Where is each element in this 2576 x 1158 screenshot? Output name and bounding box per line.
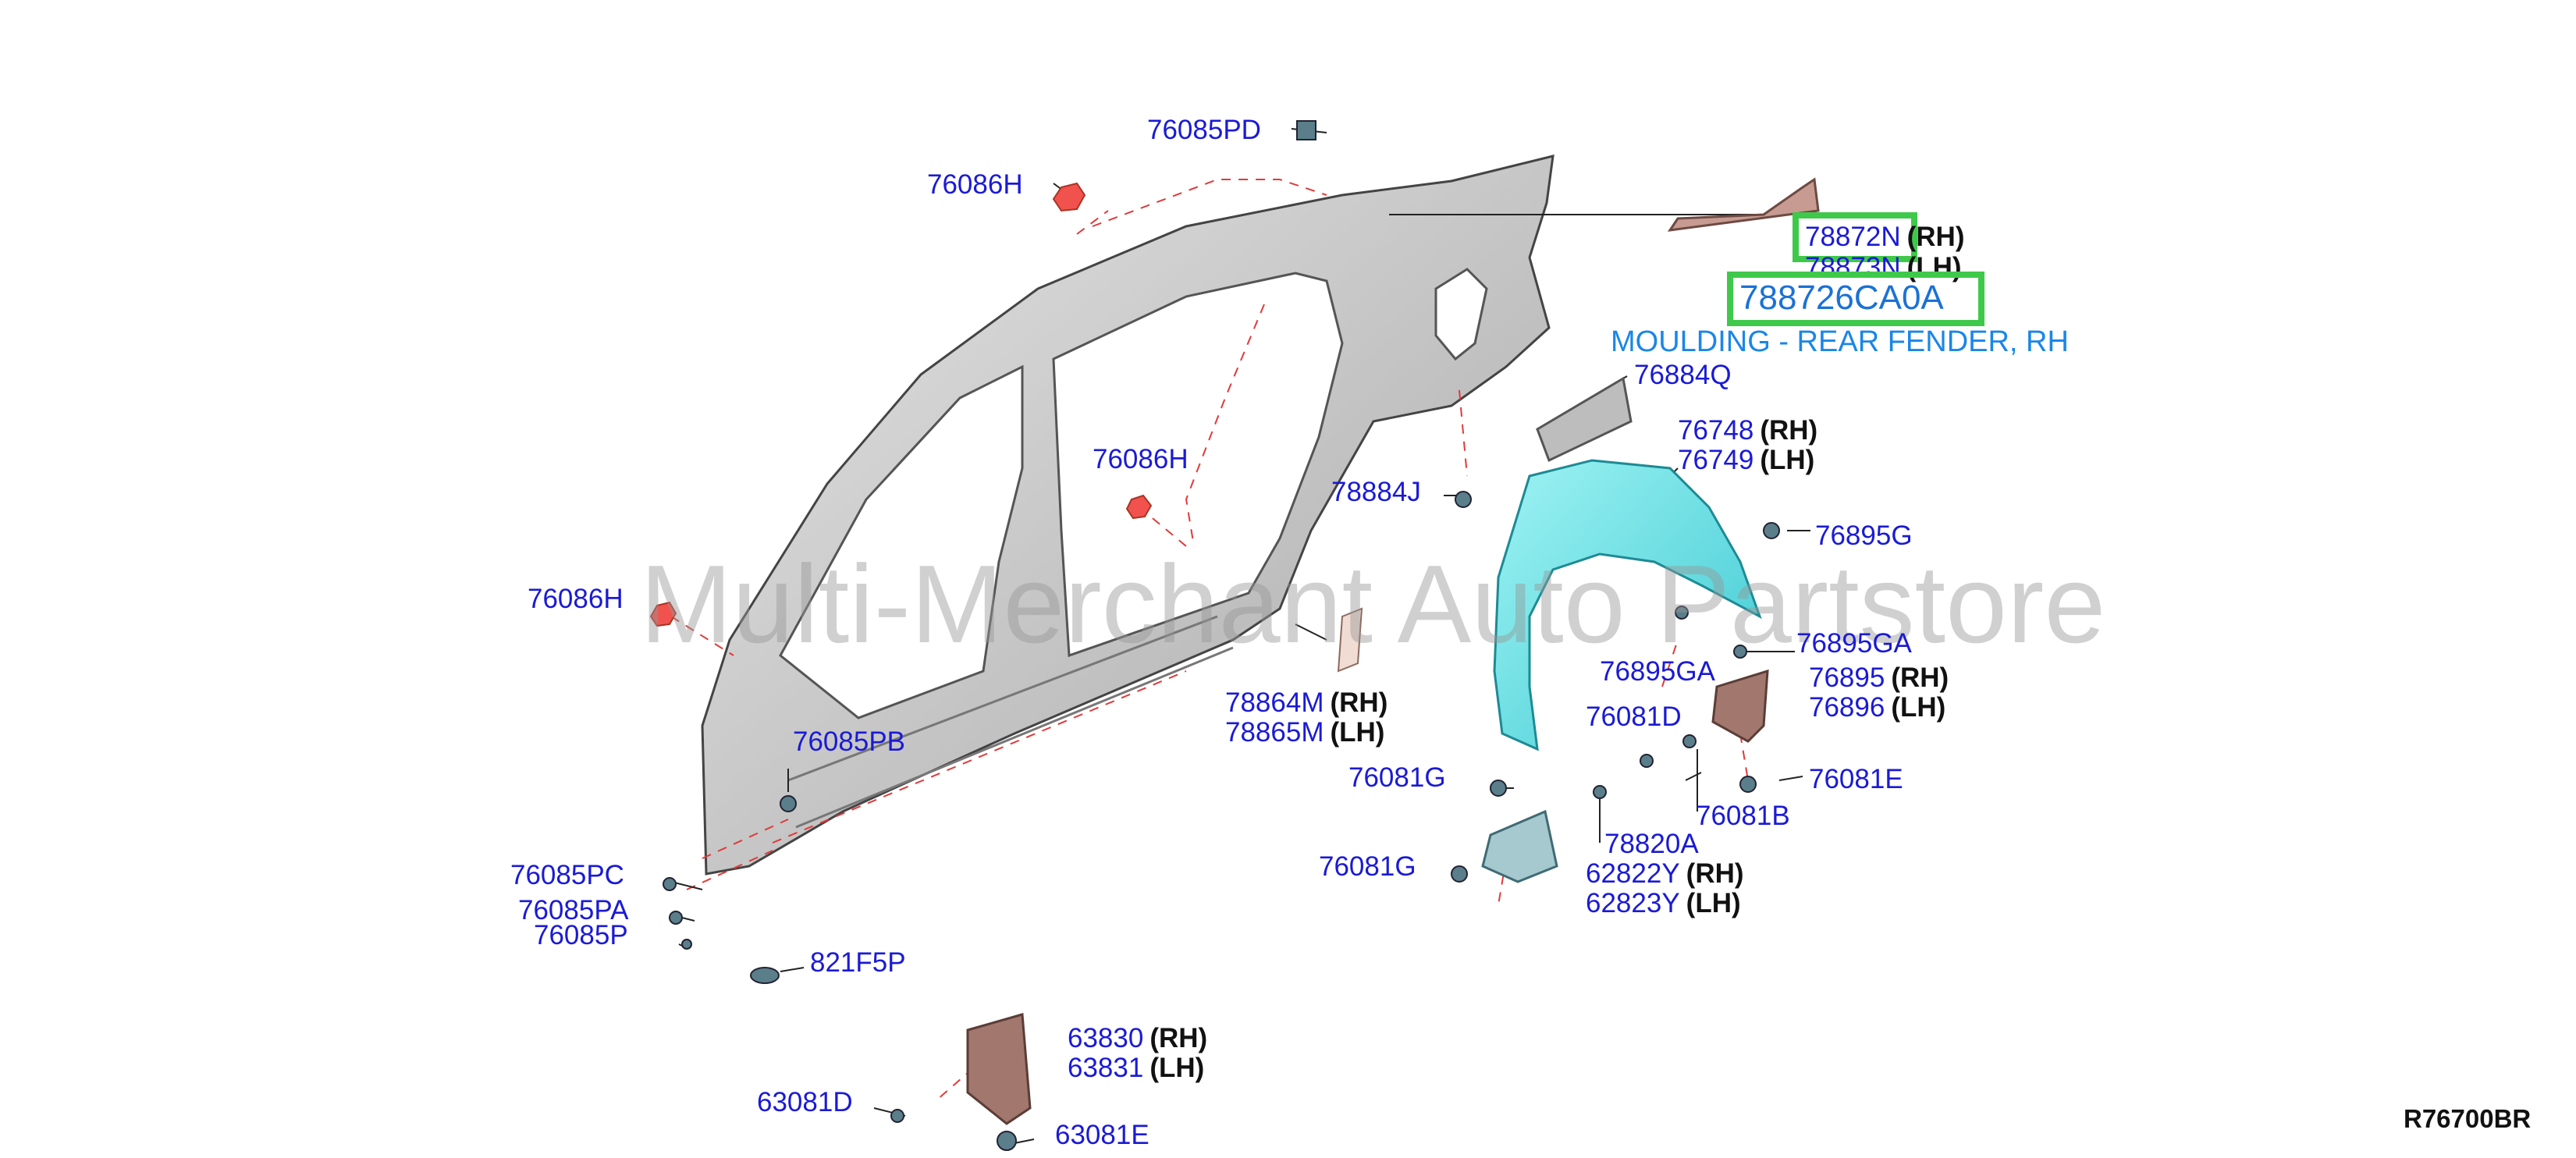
part-label[interactable]: 76081E bbox=[1809, 764, 1903, 794]
part-label[interactable]: 76896(LH) bbox=[1809, 692, 1946, 723]
hex-plug-76086h-left bbox=[649, 601, 677, 627]
part-label[interactable]: 76086H bbox=[927, 169, 1023, 200]
part-label[interactable]: 76085P bbox=[534, 920, 628, 950]
highlighted-part-label[interactable]: 78872N(RH) bbox=[1805, 222, 1965, 252]
bracket-76884q bbox=[1536, 376, 1633, 463]
part-label[interactable]: 78820A bbox=[1604, 829, 1699, 859]
leader-lines bbox=[670, 179, 1749, 1101]
part-label[interactable]: 76884Q bbox=[1634, 360, 1732, 390]
part-label[interactable]: 76749(LH) bbox=[1678, 445, 1815, 475]
part-label[interactable]: 76081G bbox=[1348, 762, 1446, 793]
rear-fender-moulding bbox=[1667, 177, 1820, 232]
part-label[interactable]: 76085PD bbox=[1147, 115, 1261, 145]
part-label[interactable]: 63830(RH) bbox=[1068, 1023, 1208, 1053]
highlight-box-part bbox=[1793, 212, 1917, 262]
part-label[interactable]: 76895GA bbox=[1796, 628, 1912, 659]
part-label[interactable]: 78865M(LH) bbox=[1225, 717, 1385, 748]
part-label[interactable]: 76895G bbox=[1815, 520, 1913, 551]
part-label[interactable]: 78864M(RH) bbox=[1225, 687, 1388, 718]
oem-part-number[interactable]: 788726CA0A bbox=[1739, 279, 1944, 317]
part-label[interactable]: 76895(RH) bbox=[1809, 662, 1949, 693]
bracket-62822y bbox=[1481, 809, 1558, 883]
part-label[interactable]: 76081D bbox=[1586, 702, 1682, 732]
part-label[interactable]: 76086H bbox=[1093, 444, 1189, 474]
part-label[interactable]: 63831(LH) bbox=[1068, 1053, 1205, 1083]
part-label[interactable]: 63081E bbox=[1055, 1120, 1149, 1150]
part-label[interactable]: 62823Y(LH) bbox=[1586, 888, 1741, 918]
part-description: MOULDING - REAR FENDER, RH bbox=[1611, 325, 2069, 358]
part-label[interactable]: 76748(RH) bbox=[1678, 415, 1818, 446]
highlight-box-oem bbox=[1727, 272, 1984, 326]
watermark: Multi-Merchant Auto Partstore bbox=[640, 542, 2106, 666]
part-label[interactable]: 78884J bbox=[1331, 477, 1421, 507]
part-label[interactable]: 76081B bbox=[1696, 801, 1790, 831]
diagram-code: R76700BR bbox=[2404, 1104, 2532, 1133]
part-label[interactable]: 63081D bbox=[757, 1087, 853, 1117]
part-label[interactable]: 62822Y(RH) bbox=[1586, 858, 1744, 889]
part-label[interactable]: 76081G bbox=[1319, 851, 1416, 882]
part-label[interactable]: 821F5P bbox=[810, 947, 906, 978]
hex-plug-76086h-top bbox=[1052, 182, 1086, 212]
part-label[interactable]: 76895GA bbox=[1600, 656, 1715, 687]
part-label[interactable]: 76086H bbox=[528, 584, 624, 614]
part-label[interactable]: 76085PB bbox=[793, 726, 906, 757]
side-body-panel bbox=[701, 155, 1554, 876]
rear-wheel-house-liner bbox=[1493, 459, 1762, 751]
fasteners bbox=[663, 120, 1780, 1151]
mud-guard-63830 bbox=[966, 1013, 1032, 1125]
part-label[interactable]: 76085PA bbox=[518, 895, 629, 925]
mud-guard-76895 bbox=[1711, 669, 1769, 743]
hex-plug-76086h-mid bbox=[1125, 494, 1153, 520]
part-label[interactable]: 76085PC bbox=[510, 860, 624, 890]
sill-moulding-78864m bbox=[1337, 607, 1363, 673]
